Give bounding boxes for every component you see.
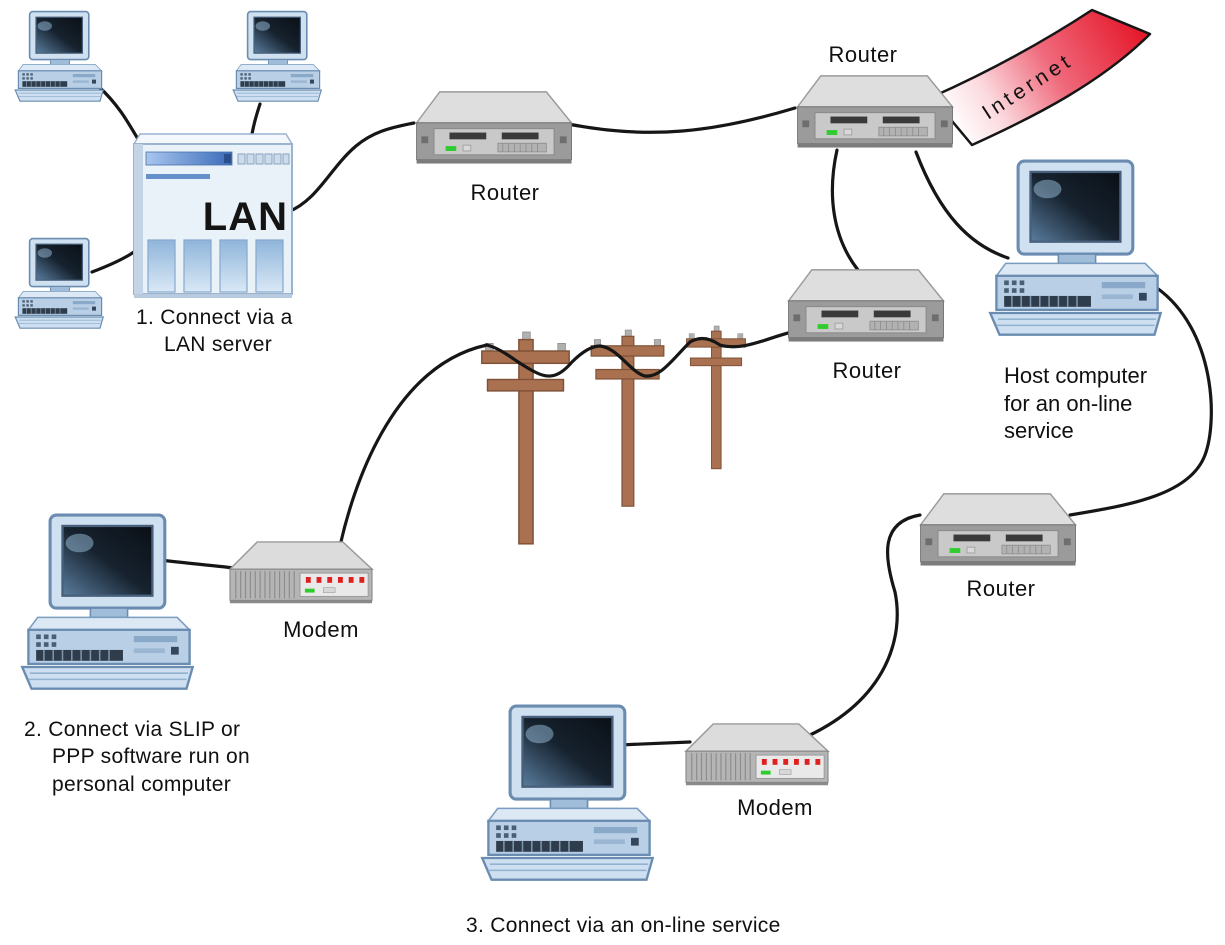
caption-step3-line1: 3. Connect via an on-line service xyxy=(466,914,781,937)
host-label-line2: for an on-line xyxy=(1004,390,1133,416)
cable-host-router4 xyxy=(1068,286,1213,517)
caption-step2-line3: personal computer xyxy=(52,772,232,796)
lan-server: LAN xyxy=(128,128,300,303)
host-computer xyxy=(984,158,1170,344)
workstation-top-right xyxy=(230,10,326,106)
modem-left-label: Modem xyxy=(283,617,359,642)
cable-pcslip-modem1 xyxy=(158,558,236,570)
cable-router1-router2 xyxy=(566,106,797,134)
workstation-bottom-left xyxy=(12,237,108,333)
router-top-right xyxy=(791,72,961,164)
caption-step3: 3. Connect via an on-line service xyxy=(466,912,781,939)
cable-lan-router1 xyxy=(286,121,416,214)
cable-router4-modem2 xyxy=(806,513,922,738)
caption-step1: 1. Connect via a LAN server xyxy=(136,304,293,359)
caption-step1-line1: 1. Connect via a xyxy=(136,306,293,329)
pc-slip xyxy=(16,512,202,698)
router-top-right-label: Router xyxy=(828,42,898,67)
host-computer-label: Host computer for an on-line service xyxy=(1004,362,1147,445)
internet-ribbon xyxy=(930,8,1152,147)
cable-router2-host xyxy=(914,150,1010,260)
host-label-line1: Host computer xyxy=(1004,363,1148,388)
router-bottom-right xyxy=(914,490,1084,582)
router-top-middle-label: Router xyxy=(470,180,540,205)
telephone-pole-2 xyxy=(590,329,665,507)
router-middle-label: Router xyxy=(832,358,902,383)
caption-step2-line1: 2. Connect via SLIP or xyxy=(24,718,241,741)
telephone-pole-1 xyxy=(481,331,570,545)
pc-online xyxy=(476,703,662,889)
cable-modem1-poles xyxy=(338,343,489,548)
caption-step2-line2: PPP software run on xyxy=(52,745,250,769)
router-bottom-right-label: Router xyxy=(966,576,1036,601)
modem-bottom-label: Modem xyxy=(737,795,813,820)
modem-left xyxy=(228,540,374,613)
cable-router2-router3 xyxy=(830,148,860,272)
router-top-middle xyxy=(410,88,580,180)
caption-step1-line2: LAN server xyxy=(164,333,273,357)
modem-bottom xyxy=(684,722,830,795)
router-middle xyxy=(782,266,952,358)
caption-step2: 2. Connect via SLIP or PPP software run … xyxy=(24,716,250,798)
host-label-line3: service xyxy=(1004,418,1074,444)
lan-badge: LAN xyxy=(203,195,288,239)
workstation-top-left xyxy=(12,10,108,106)
cable-lan-workstation3 xyxy=(90,250,136,274)
phone-line-across-poles xyxy=(485,328,802,378)
